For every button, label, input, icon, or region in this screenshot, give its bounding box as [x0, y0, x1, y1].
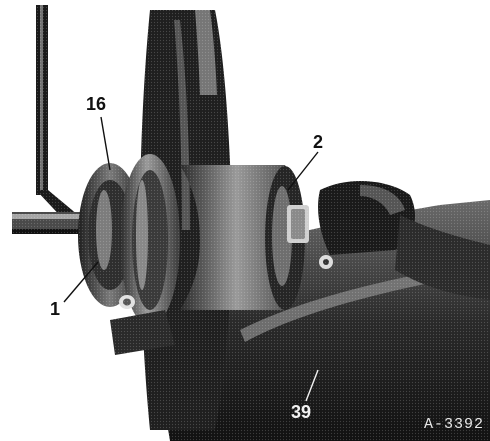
leader-1	[63, 261, 99, 303]
leader-39	[305, 369, 319, 402]
callout-1: 1	[50, 299, 61, 319]
callout-16: 16	[86, 94, 107, 114]
leader-2	[287, 151, 319, 191]
callout-39: 39	[291, 402, 312, 422]
leader-16	[100, 116, 111, 171]
reference-code: A-3392	[423, 416, 484, 433]
callout-2: 2	[313, 132, 324, 152]
